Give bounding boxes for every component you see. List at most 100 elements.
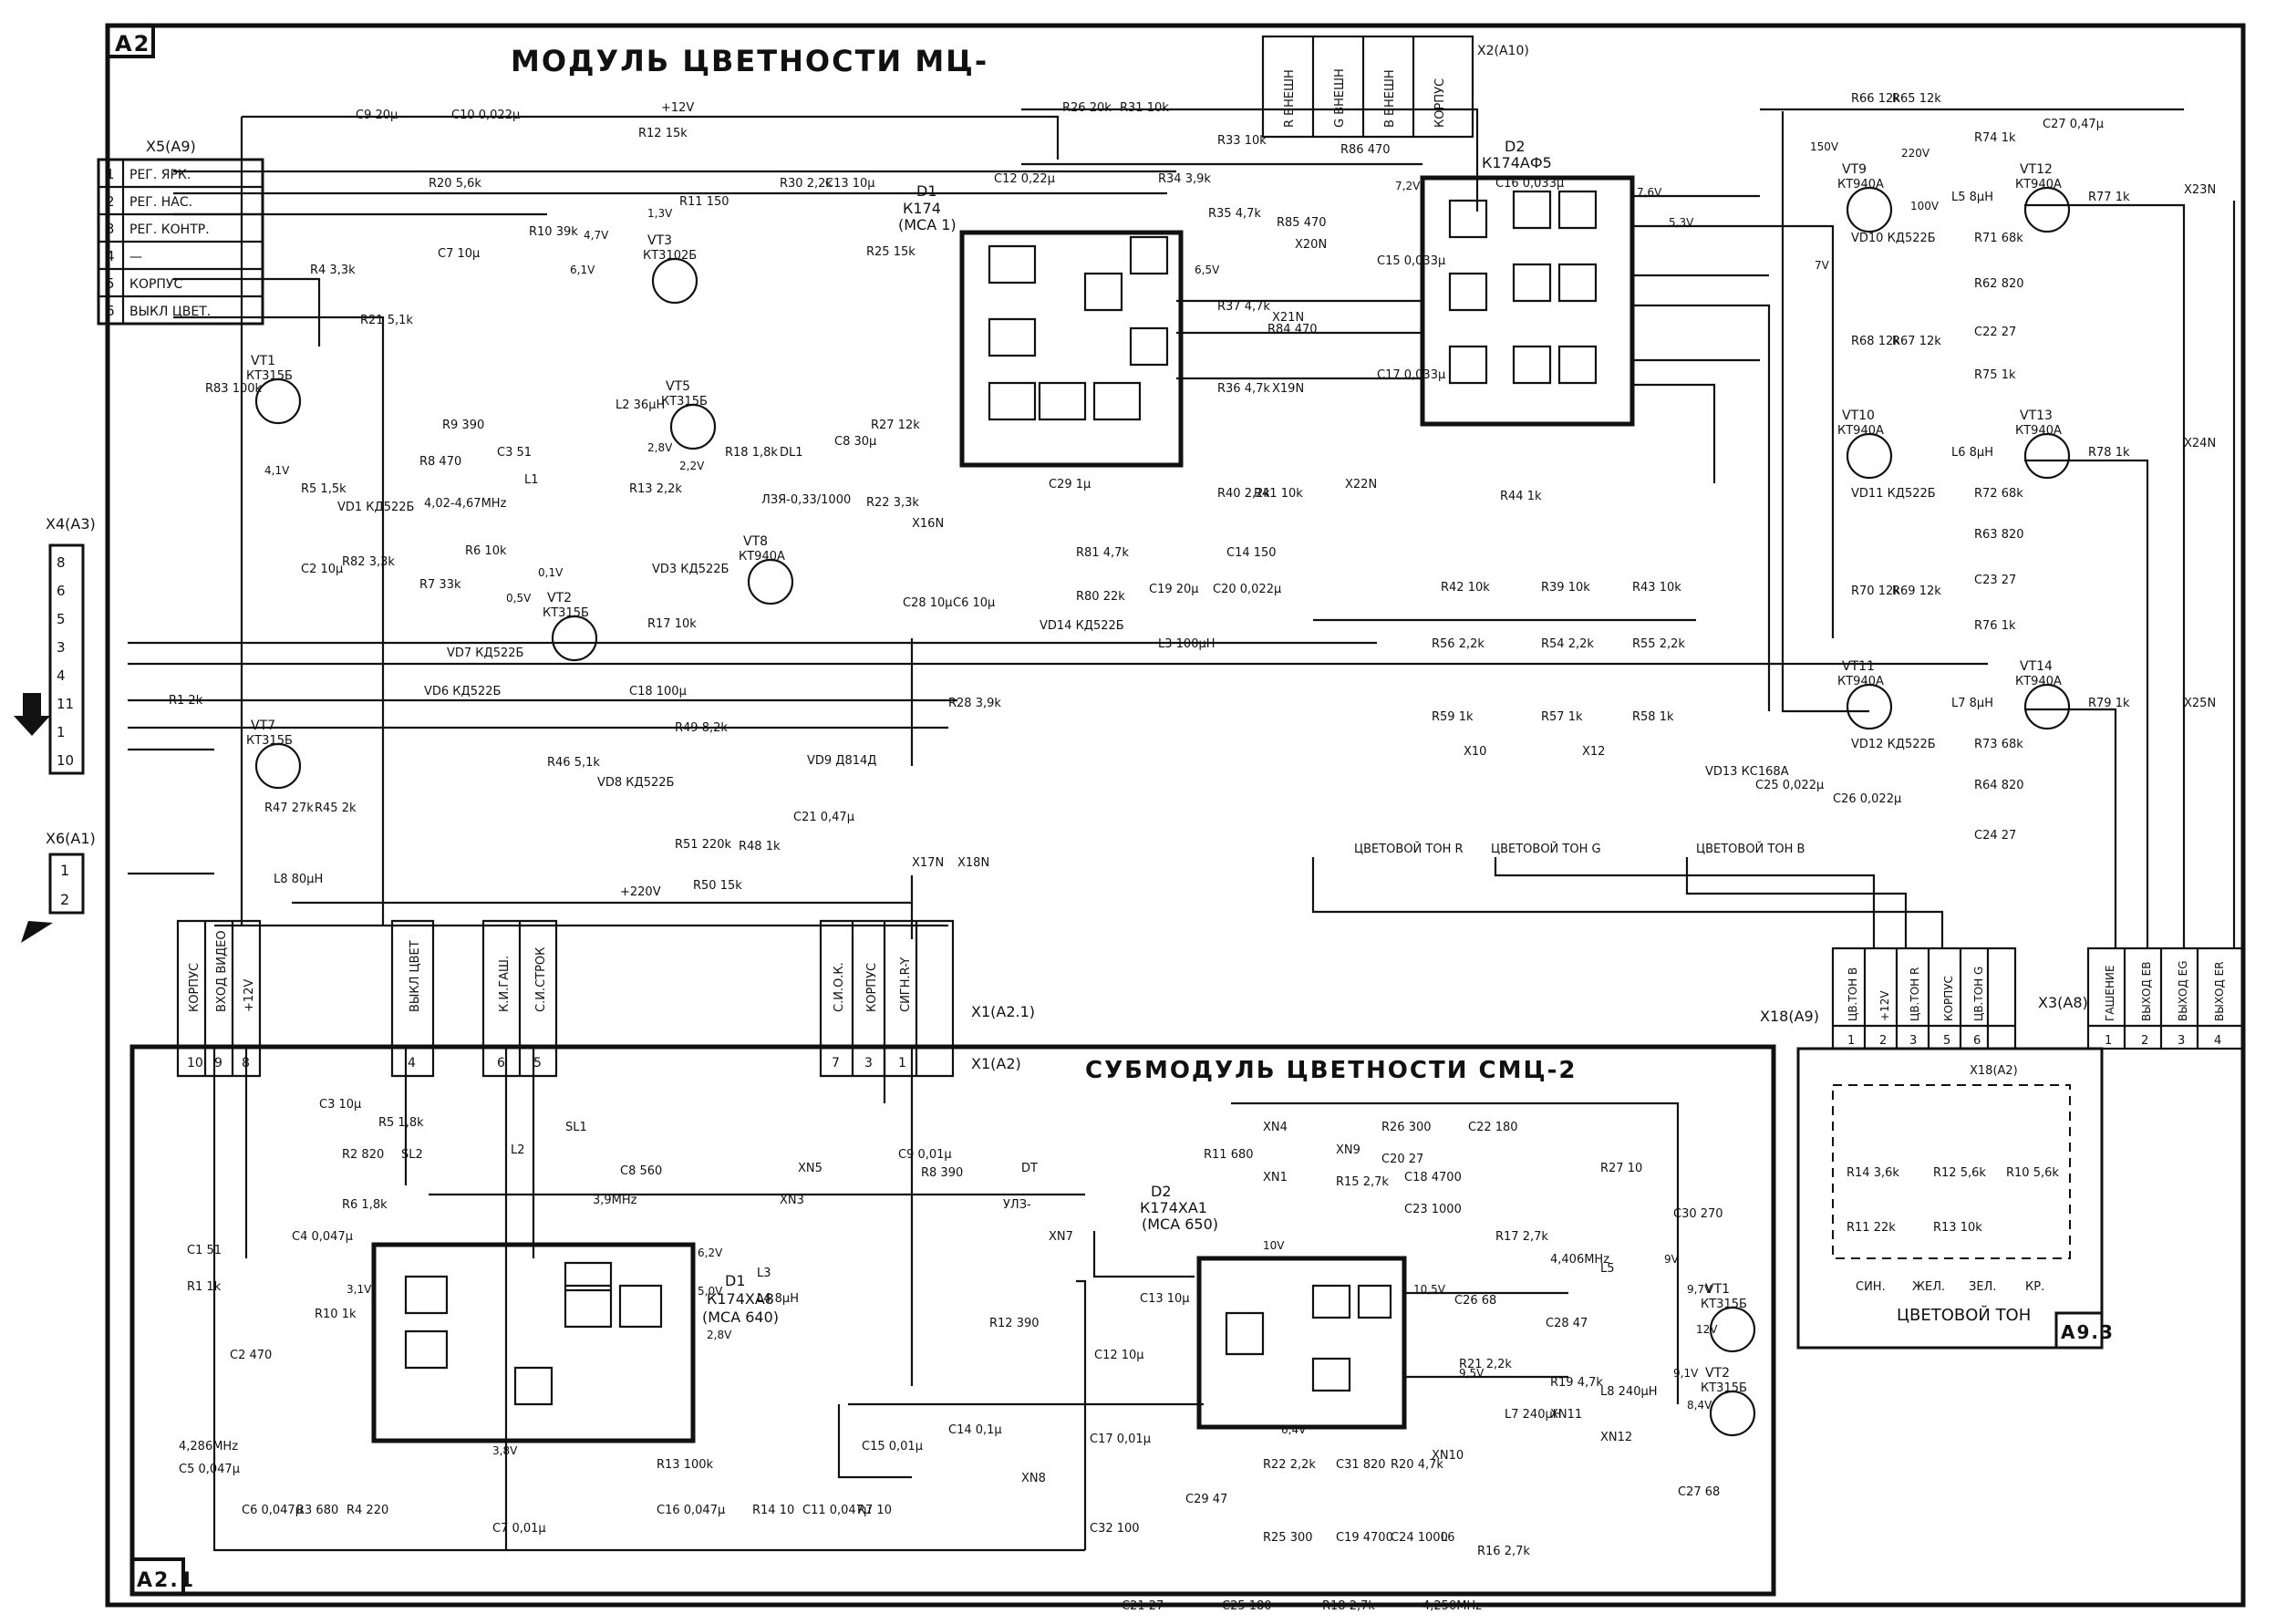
- component-label: X25N: [2184, 697, 2216, 710]
- component-label: C3 10μ: [319, 1098, 361, 1112]
- submodule-title: СУБМОДУЛЬ ЦВЕТНОСТИ СМЦ-2: [1085, 1057, 1577, 1084]
- component-label: R37 4,7k: [1217, 300, 1270, 314]
- component-label: R12 15k: [638, 127, 688, 140]
- component-label: R26 300: [1381, 1121, 1432, 1134]
- x2-pin-name: G ВНЕШН: [1333, 68, 1347, 128]
- component-label: R16 2,7k: [1477, 1545, 1530, 1558]
- component-label: C12 0,22μ: [994, 172, 1055, 186]
- component-label: C29 1μ: [1049, 478, 1091, 491]
- transistor-symbol: [1709, 1306, 1756, 1353]
- component-label: R2 820: [342, 1148, 384, 1162]
- x1-label: X1(A2.1): [971, 1003, 1035, 1020]
- x4-pin-number: 8: [57, 554, 66, 571]
- component-label: C17 0,033μ: [1377, 368, 1445, 382]
- submodule-frame: [129, 1044, 1776, 1597]
- x1-pin-name: К.И.ГАШ.: [498, 956, 512, 1012]
- component-label: R28 3,9k: [948, 697, 1001, 710]
- component-label: L6 8μH: [1951, 446, 1993, 460]
- connector-x1: X1(A2.1) X1(A2): [176, 919, 1035, 1078]
- connector-x18: X18(A9): [1760, 946, 2017, 1050]
- component-label: C9 0,01μ: [898, 1148, 952, 1162]
- x3-pin-name: ВЫХОД ЕB: [2140, 962, 2153, 1022]
- component-label: C23 27: [1974, 574, 2016, 587]
- component-label: R46 5,1k: [547, 756, 600, 770]
- transistor-type: КТ940А: [2015, 675, 2062, 688]
- component-label: R64 820: [1974, 779, 2024, 792]
- ic-d1-mca: D1 К174 (МСА 1): [898, 182, 1184, 468]
- x3-pin-name: ГАШЕНИЕ: [2104, 965, 2116, 1021]
- component-label: SL2: [401, 1148, 423, 1162]
- x5-pin-number: 5: [106, 275, 115, 292]
- component-label: 4,286MHz: [179, 1440, 238, 1453]
- x2-pin-name: R ВНЕШН: [1283, 69, 1297, 128]
- x1-pin-number: 4: [408, 1056, 416, 1071]
- transistor-type: КТ315Б: [246, 734, 293, 748]
- component-label: 4,250MHz: [1422, 1599, 1482, 1613]
- component-label: R1 1k: [187, 1280, 222, 1294]
- voltage-label: 4,1V: [264, 464, 290, 477]
- component-label: R1 2k: [169, 694, 203, 708]
- x4-label: X4(A3): [46, 515, 96, 533]
- ic-d2-k174af5: D2 К174АФ5: [1420, 138, 1635, 427]
- component-label: 4,406MHz: [1550, 1253, 1609, 1267]
- x4-pin-number: 11: [57, 696, 74, 712]
- x18-pin-number: 2: [1879, 1034, 1887, 1048]
- ic-d2-type: К174АФ5: [1482, 154, 1552, 171]
- component-label: C15 0,033μ: [1377, 254, 1445, 268]
- ic-sd1-k174xa8: D1 К174ХА8 (МСА 640): [371, 1242, 779, 1443]
- component-label: R43 10k: [1632, 581, 1681, 595]
- x1-pin-number: 8: [242, 1056, 250, 1071]
- component-label: R9 390: [442, 419, 484, 432]
- voltage-label: 6,1V: [570, 264, 595, 276]
- component-label: R36 4,7k: [1217, 382, 1270, 396]
- ic-sd1-type: К174ХА8: [707, 1290, 774, 1308]
- connector-x6: X6(A1): [46, 830, 96, 915]
- component-label: C2 470: [230, 1349, 272, 1362]
- component-label: L2 36μH: [616, 398, 665, 412]
- component-label: R18 2,7k: [1322, 1599, 1375, 1613]
- component-label: R8 390: [921, 1166, 963, 1180]
- x5-pin-name: КОРПУС: [129, 277, 182, 292]
- component-label: R78 1k: [2088, 446, 2130, 460]
- a93-part: R11 22k: [1847, 1221, 1896, 1235]
- transistor-symbol: [747, 558, 794, 605]
- component-label: XN12: [1600, 1431, 1632, 1444]
- component-label: VD3 КД522Б: [652, 563, 729, 576]
- submodule-id: A2.1: [137, 1569, 195, 1592]
- component-label: L5 8μH: [1951, 191, 1993, 204]
- transistor-type: КТ3102Б: [643, 249, 697, 263]
- component-label: R54 2,2k: [1541, 637, 1594, 651]
- voltage-label: 6,4V: [1281, 1423, 1307, 1436]
- a93-legend-item: ЗЕЛ.: [1969, 1280, 1996, 1294]
- x4-pin-number: 3: [57, 639, 66, 656]
- voltage-label: 0,5V: [506, 592, 532, 605]
- component-label: R13 100k: [657, 1458, 714, 1472]
- component-label: R8 470: [419, 455, 461, 469]
- component-label: VD13 КС168А: [1705, 765, 1789, 779]
- component-label: C26 0,022μ: [1833, 792, 1901, 806]
- component-label: C27 68: [1678, 1485, 1720, 1499]
- x2-pin-name: B ВНЕШН: [1383, 69, 1397, 128]
- voltage-label: 10V: [1263, 1239, 1285, 1252]
- component-label: C9 20μ: [356, 109, 398, 122]
- component-label: R5 1,5k: [301, 482, 347, 496]
- component-label: +12V: [661, 101, 694, 115]
- component-label: C8 560: [620, 1164, 662, 1178]
- voltage-label: 7,6V: [1637, 186, 1662, 199]
- voltage-label: 9V: [1664, 1253, 1680, 1266]
- component-label: C26 68: [1454, 1294, 1496, 1308]
- transistor-symbol: [254, 378, 302, 425]
- component-label: X22N: [1345, 478, 1377, 491]
- component-label: R65 12k: [1892, 92, 1941, 106]
- transistor-symbol: [254, 742, 302, 790]
- component-label: L7 8μH: [1951, 697, 1993, 710]
- component-label: L4 8μH: [757, 1292, 799, 1306]
- component-label: C16 0,033μ: [1495, 177, 1564, 191]
- component-label: R30 2,2k: [780, 177, 833, 191]
- x2-pin-name: КОРПУС: [1433, 78, 1447, 128]
- component-label: R77 1k: [2088, 191, 2130, 204]
- x18-pin-name: ЦВ.ТОН B: [1847, 967, 1859, 1021]
- component-label: R51 220k: [675, 838, 732, 852]
